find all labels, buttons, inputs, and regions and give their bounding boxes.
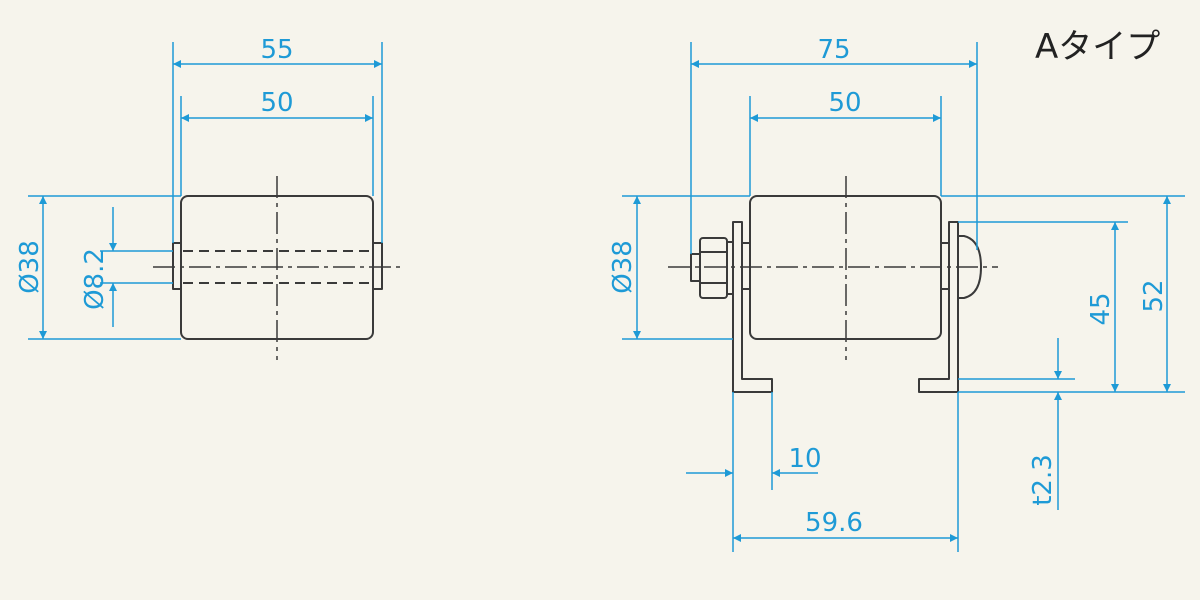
right-dim-bracket-base: 59.6 — [805, 508, 863, 538]
right-dim-roller-diameter: Ø38 — [608, 240, 638, 294]
right-dim-overall-width: 75 — [817, 35, 850, 65]
right-dim-plate-thickness: t2.3 — [1028, 454, 1058, 506]
right-dim-roller-width: 50 — [828, 88, 861, 118]
left-dim-overall-width: 55 — [260, 35, 293, 65]
type-title: Aタイプ — [1035, 27, 1160, 67]
right-dim-bracket-hole-height: 45 — [1086, 292, 1116, 325]
nut-icon — [699, 237, 728, 299]
right-spacer-left — [741, 242, 751, 290]
right-dim-bracket-height: 52 — [1139, 279, 1169, 312]
washer — [726, 241, 734, 295]
right-dim-bracket-foot: 10 — [788, 444, 821, 474]
left-dim-roller-diameter: Ø38 — [15, 240, 45, 294]
left-dim-roller-width: 50 — [260, 88, 293, 118]
left-view: 55 50 Ø38 Ø8.2 — [15, 35, 402, 360]
left-dim-shaft-diameter: Ø8.2 — [80, 248, 110, 310]
right-spacer-right — [940, 242, 950, 290]
bolt-head-icon — [957, 235, 982, 299]
right-view: 75 50 Ø38 45 52 t2.3 10 59.6 — [608, 35, 1185, 552]
